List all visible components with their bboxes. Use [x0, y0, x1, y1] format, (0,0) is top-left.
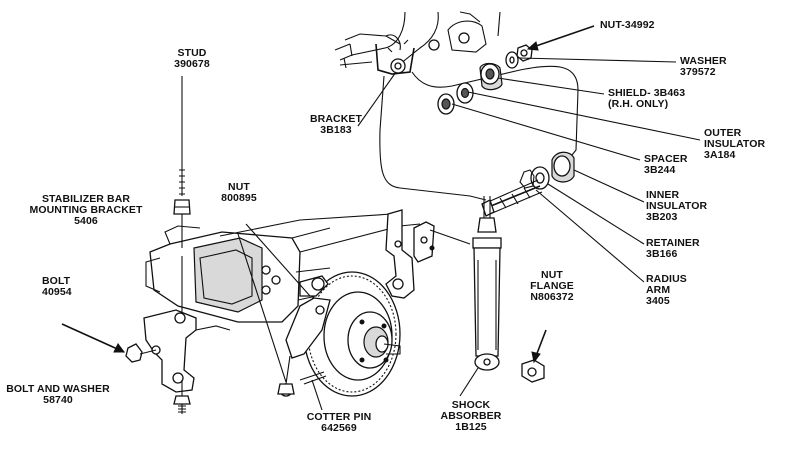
nut-top-label-text: NUT-34992 [600, 19, 655, 31]
bracket-label-part: 3B183 [320, 124, 352, 136]
cotter-pin-label-part: 642569 [321, 422, 357, 434]
inner-insulator-label-part: 3B203 [646, 211, 678, 223]
stabilizer-bracket-label-line1: STABILIZER BAR [41, 193, 131, 205]
shock-absorber-label: SHOCK ABSORBER 1B125 [436, 400, 506, 433]
frame-bracket-drawing [334, 11, 501, 75]
bolt-washer-label-name: BOLT AND WASHER [6, 383, 110, 395]
bracket-label-name: BRACKET [309, 113, 363, 125]
stud-drawing [173, 76, 191, 312]
shock-absorber-drawing [472, 196, 545, 383]
shield-label-line1: SHIELD- 3B463 [608, 87, 686, 99]
stabilizer-bracket-drawing [143, 309, 231, 393]
stud-label-part: 390678 [174, 58, 210, 70]
retainer-label-part: 3B166 [646, 248, 678, 260]
radius-arm-label-line2: ARM [646, 284, 671, 296]
spindle-arm-drawing [277, 275, 331, 397]
radius-arm-bracket-drawing [385, 209, 471, 299]
bolt-drawing [61, 323, 157, 363]
stabilizer-bracket-label: STABILIZER BAR MOUNTING BRACKET 5406 [26, 194, 146, 227]
nut-center-label: NUT 800895 [214, 182, 264, 204]
bolt-label-name: BOLT [42, 275, 71, 287]
cotter-pin-label: COTTER PIN 642569 [302, 412, 376, 434]
stud-label-name: STUD [177, 47, 207, 59]
retainer-label: RETAINER 3B166 [646, 238, 700, 260]
radius-arm-label-part: 3405 [646, 295, 670, 307]
radius-arm-drawing [481, 179, 543, 217]
assembly-outline-path-2 [411, 65, 579, 161]
washer-label-part: 379572 [680, 66, 716, 78]
bolt-washer-drawing [173, 380, 191, 414]
assembly-outline-path [379, 75, 487, 201]
outer-insulator-label-part: 3A184 [704, 149, 736, 161]
outer-insulator-label-line1: OUTER [704, 127, 742, 139]
washer-label: WASHER 379572 [680, 56, 727, 78]
stud-label: STUD 390678 [160, 48, 224, 70]
shock-absorber-label-line1: SHOCK [451, 399, 491, 411]
shock-absorber-label-part: 1B125 [455, 421, 487, 433]
inner-insulator-label-line2: INSULATOR [646, 200, 708, 212]
nut-flange-label-line2: FLANGE [530, 280, 574, 292]
washer-label-name: WASHER [680, 55, 727, 67]
nut-flange-label: NUT FLANGE N806372 [522, 270, 582, 303]
shock-absorber-label-line2: ABSORBER [440, 410, 502, 422]
cotter-pin-label-name: COTTER PIN [306, 411, 372, 423]
bolt-washer-label-part: 58740 [43, 394, 73, 406]
nut-flange-label-line1: NUT [541, 269, 563, 281]
outer-insulator-label-line2: INSULATOR [704, 138, 766, 150]
bracket-label: BRACKET 3B183 [306, 114, 366, 136]
radius-arm-label: RADIUS ARM 3405 [646, 274, 687, 307]
bolt-label: BOLT 40954 [42, 276, 72, 298]
nut-center-label-part: 800895 [221, 192, 257, 204]
spacer-label-part: 3B244 [644, 164, 676, 176]
leader-lines [237, 25, 701, 411]
radius-arm-label-line1: RADIUS [646, 273, 687, 285]
shield-label-line2: (R.H. ONLY) [608, 98, 669, 110]
outer-insulator-label: OUTER INSULATOR 3A184 [704, 128, 765, 161]
spacer-label: SPACER 3B244 [644, 154, 688, 176]
stabilizer-bracket-label-line2: MOUNTING BRACKET [29, 204, 143, 216]
nut-flange-label-part: N806372 [530, 291, 574, 303]
inner-insulator-label: INNER INSULATOR 3B203 [646, 190, 707, 223]
bolt-washer-label: BOLT AND WASHER 58740 [6, 384, 110, 406]
shield-label: SHIELD- 3B463 (R.H. ONLY) [608, 88, 685, 110]
retainer-label-name: RETAINER [646, 237, 700, 249]
nut-center-label-name: NUT [228, 181, 250, 193]
stabilizer-bracket-label-part: 5406 [74, 215, 98, 227]
spacer-label-name: SPACER [644, 153, 688, 165]
inner-insulator-label-line1: INNER [646, 189, 680, 201]
bolt-label-part: 40954 [42, 286, 72, 298]
nut-top-label: NUT-34992 [600, 20, 655, 31]
